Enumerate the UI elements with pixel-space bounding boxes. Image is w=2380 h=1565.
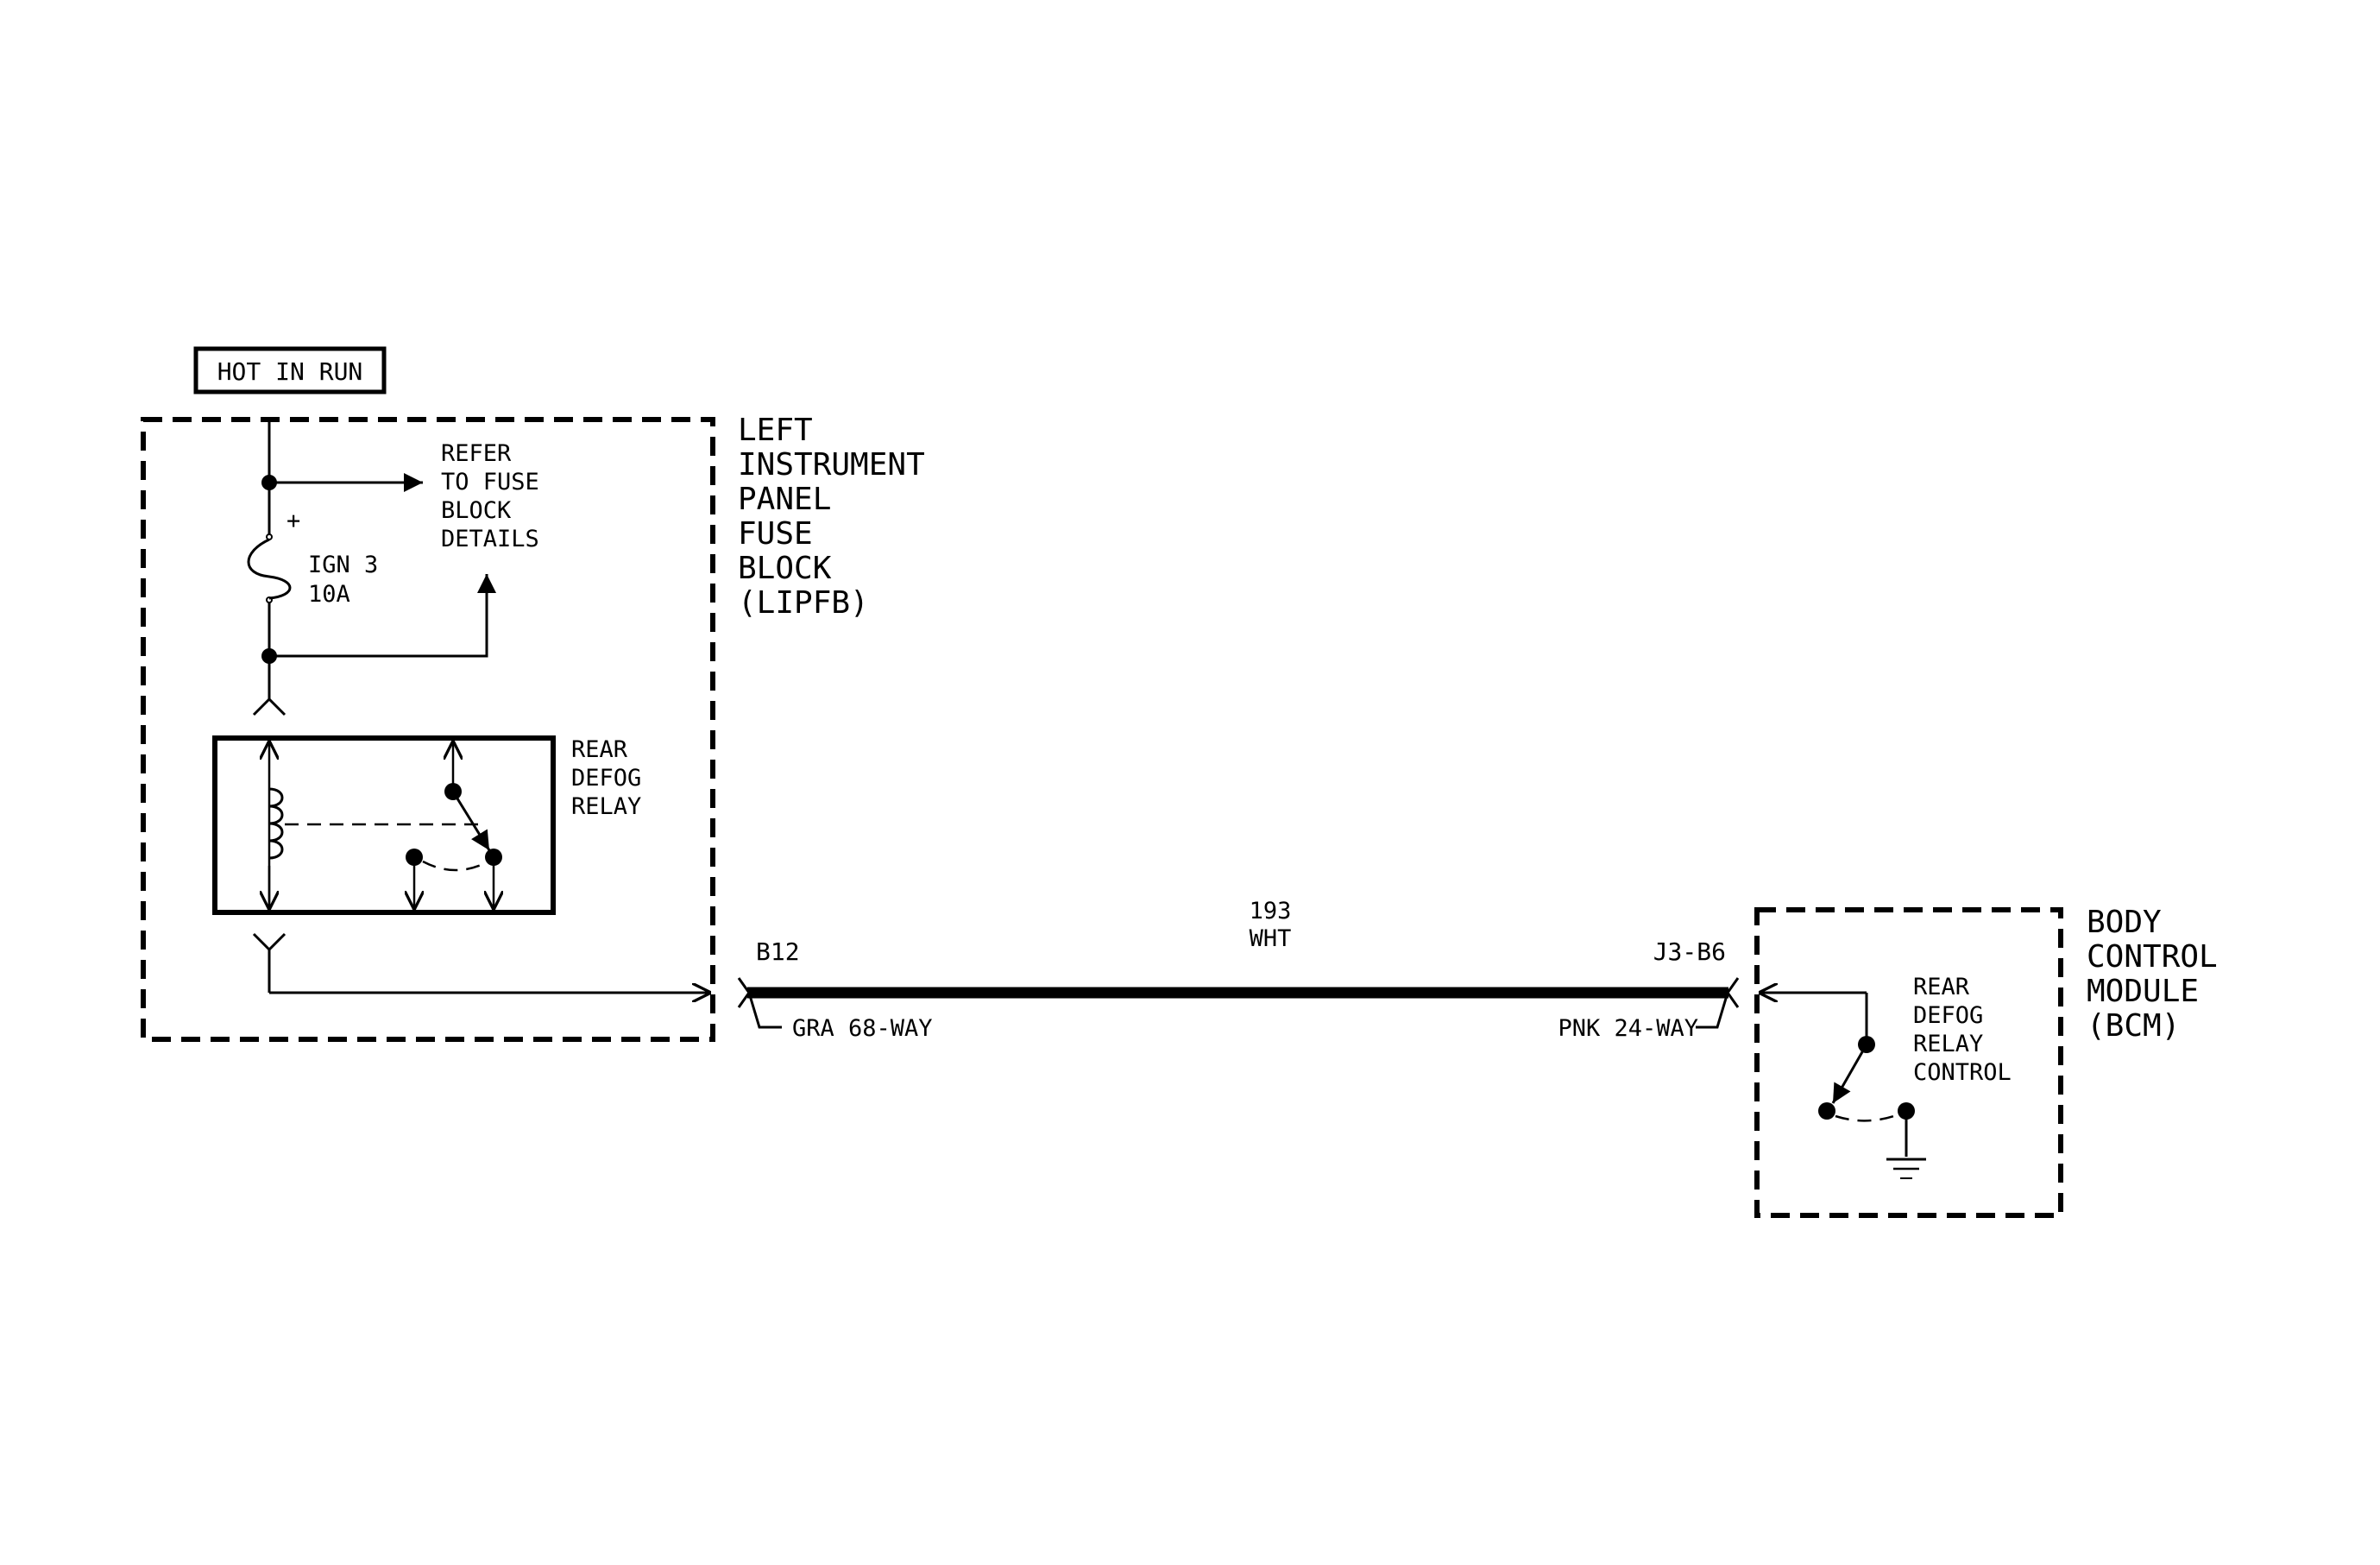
bcm-enclosure	[1754, 907, 2063, 1218]
svg-text:MODULE: MODULE	[2087, 974, 2199, 1009]
lipfb-enclosure	[141, 417, 715, 1042]
svg-text:CONTROL: CONTROL	[1913, 1059, 2012, 1086]
svg-text:DEFOG: DEFOG	[571, 765, 641, 792]
svg-text:TO FUSE: TO FUSE	[441, 469, 539, 495]
bcm-control-label: REAR DEFOG RELAY CONTROL	[1913, 974, 2012, 1086]
fuse-output	[252, 574, 496, 716]
right-connector: PNK 24-WAY	[1558, 1015, 1698, 1042]
fuse-plus: +	[286, 508, 300, 534]
relay-output	[252, 932, 711, 993]
svg-text:(LIPFB): (LIPFB)	[738, 585, 869, 621]
fuse-ign3: + IGN 3 10A	[247, 508, 378, 608]
hot-in-run-label: HOT IN RUN	[193, 346, 387, 394]
svg-text:PANEL: PANEL	[738, 482, 831, 517]
fuse-name: IGN 3	[308, 552, 378, 578]
svg-text:REAR: REAR	[571, 736, 628, 763]
svg-text:(BCM): (BCM)	[2087, 1008, 2180, 1044]
refer-note: REFER TO FUSE BLOCK DETAILS	[441, 440, 539, 552]
bcm-name: BODY CONTROL MODULE (BCM)	[2087, 905, 2218, 1044]
rear-defog-relay	[212, 735, 556, 915]
svg-text:CONTROL: CONTROL	[2087, 939, 2218, 975]
svg-text:DEFOG: DEFOG	[1913, 1002, 1983, 1029]
right-pin: J3-B6	[1653, 937, 1726, 966]
svg-text:RELAY: RELAY	[1913, 1031, 1983, 1057]
svg-text:BODY: BODY	[2087, 905, 2162, 940]
wire-color: WHT	[1250, 925, 1292, 952]
svg-text:DETAILS: DETAILS	[441, 526, 539, 552]
left-pin: B12	[756, 937, 800, 966]
relay-internals	[269, 741, 502, 910]
svg-text:REAR: REAR	[1913, 974, 1970, 1000]
svg-text:REFER: REFER	[441, 440, 512, 467]
fuse-rating: 10A	[308, 581, 350, 608]
svg-text:FUSE: FUSE	[738, 516, 813, 552]
power-feed	[261, 420, 423, 535]
lipfb-name: LEFT INSTRUMENT PANEL FUSE BLOCK (LIPFB)	[738, 413, 925, 621]
svg-text:INSTRUMENT: INSTRUMENT	[738, 447, 925, 483]
wire-labels: 193 WHT B12 GRA 68-WAY J3-B6 PNK 24-WAY	[756, 898, 1726, 1042]
relay-label: REAR DEFOG RELAY	[571, 736, 641, 820]
left-connector: GRA 68-WAY	[792, 1015, 933, 1042]
hot-in-run-text: HOT IN RUN	[217, 357, 363, 386]
svg-text:LEFT: LEFT	[738, 413, 813, 448]
svg-text:BLOCK: BLOCK	[441, 497, 512, 524]
svg-text:RELAY: RELAY	[571, 793, 641, 820]
bcm-relay-control	[1759, 993, 1926, 1179]
circuit-number: 193	[1250, 898, 1292, 924]
wire-193	[737, 977, 1740, 1029]
svg-text:BLOCK: BLOCK	[738, 551, 832, 586]
